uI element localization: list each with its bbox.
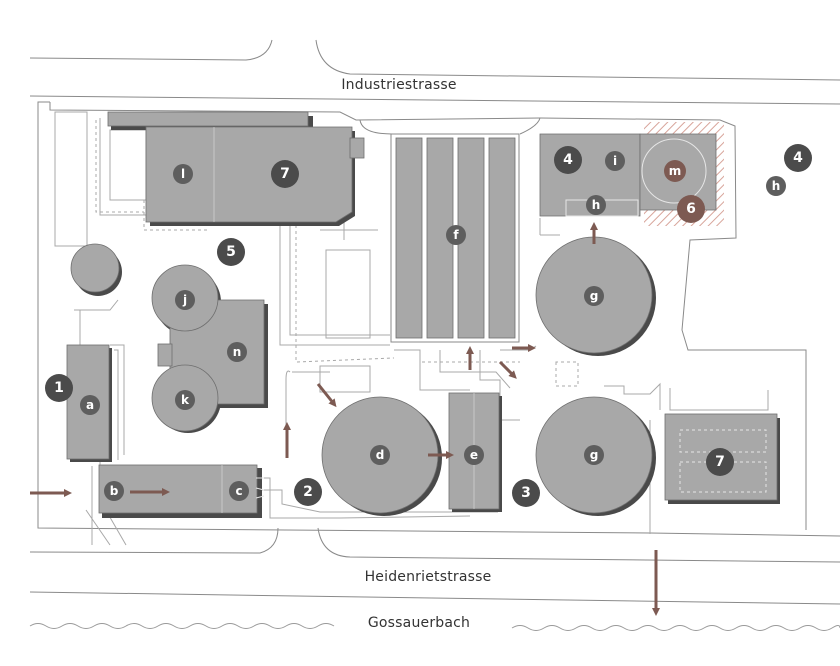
building-bc [98, 464, 258, 514]
zone-marker-2-label: 2 [303, 484, 313, 500]
unit-marker-h-outer-label: h [772, 179, 781, 193]
zone-marker-1-label: 1 [54, 380, 64, 396]
street-label-industriestrasse: Industriestrasse [341, 77, 457, 93]
unit-marker-g-lower: g [584, 445, 604, 465]
zone-marker-7-a: 7 [271, 160, 299, 188]
unit-marker-b: b [104, 481, 124, 501]
unit-marker-c-label: c [235, 484, 242, 498]
unit-marker-m: m [664, 160, 686, 182]
unit-marker-c: c [229, 481, 249, 501]
unit-markers: a b c d e f g g h h i j k l m n [80, 151, 786, 501]
zone-marker-7-b-label: 7 [715, 454, 725, 470]
unit-marker-d-label: d [376, 448, 385, 462]
unit-marker-k-label: k [181, 393, 190, 407]
flow-arrow-to-d [316, 383, 337, 408]
unit-marker-g-upper: g [584, 286, 604, 306]
unit-marker-i: i [605, 151, 625, 171]
flow-arrows [30, 222, 660, 616]
unit-marker-h-inner-label: h [592, 198, 601, 212]
unit-marker-j: j [175, 290, 195, 310]
zone-marker-6-label: 6 [686, 201, 696, 217]
unit-marker-h-outer: h [766, 176, 786, 196]
zone-marker-4-a-label: 4 [563, 152, 573, 168]
unit-marker-a-label: a [86, 398, 94, 412]
unit-marker-n: n [227, 342, 247, 362]
zone-marker-4-a: 4 [554, 146, 582, 174]
unit-marker-l-label: l [181, 167, 185, 181]
zone-markers: 1 2 3 4 4 5 6 7 7 [45, 144, 812, 507]
industriestrasse-road [29, 39, 840, 105]
unit-marker-g-upper-label: g [590, 289, 599, 303]
basin-f [390, 133, 520, 343]
unit-marker-a: a [80, 395, 100, 415]
zone-marker-5-label: 5 [226, 244, 236, 260]
street-label-heidenrietstrasse: Heidenrietstrasse [364, 569, 492, 585]
unit-marker-f: f [446, 225, 466, 245]
internal-lines [54, 111, 769, 546]
zone-marker-4-b-label: 4 [793, 150, 803, 166]
heidenrietstrasse-road [29, 527, 840, 605]
unit-marker-d: d [370, 445, 390, 465]
unit-marker-f-label: f [453, 228, 459, 242]
unit-marker-l: l [173, 164, 193, 184]
building-l-7 [145, 126, 353, 223]
creek-label-gossauerbach: Gossauerbach [367, 615, 471, 631]
unit-marker-e-label: e [470, 448, 478, 462]
unit-marker-g-lower-label: g [590, 448, 599, 462]
zone-marker-2: 2 [294, 478, 322, 506]
zone-marker-5: 5 [217, 238, 245, 266]
unit-marker-b-label: b [110, 484, 119, 498]
zone-marker-6: 6 [677, 195, 705, 223]
unit-marker-n-label: n [233, 345, 242, 359]
building-strip-top [107, 111, 309, 127]
unit-marker-j-label: j [182, 293, 187, 307]
zone-marker-7-b: 7 [706, 448, 734, 476]
zone-marker-3-label: 3 [521, 485, 531, 501]
unit-marker-h-inner: h [586, 195, 606, 215]
unit-marker-k: k [175, 390, 195, 410]
unit-marker-m-label: m [669, 164, 682, 178]
flow-arrow-to-g-lower [498, 360, 517, 379]
unit-marker-e: e [464, 445, 484, 465]
zone-marker-1: 1 [45, 374, 73, 402]
tank-small [70, 243, 120, 293]
site-perimeter [37, 101, 840, 537]
zone-marker-4-b: 4 [784, 144, 812, 172]
building-details [255, 138, 767, 499]
unit-marker-i-label: i [613, 154, 617, 168]
gossauerbach-creek [29, 623, 840, 631]
zone-marker-3: 3 [512, 479, 540, 507]
zone-marker-7-a-label: 7 [280, 166, 290, 182]
